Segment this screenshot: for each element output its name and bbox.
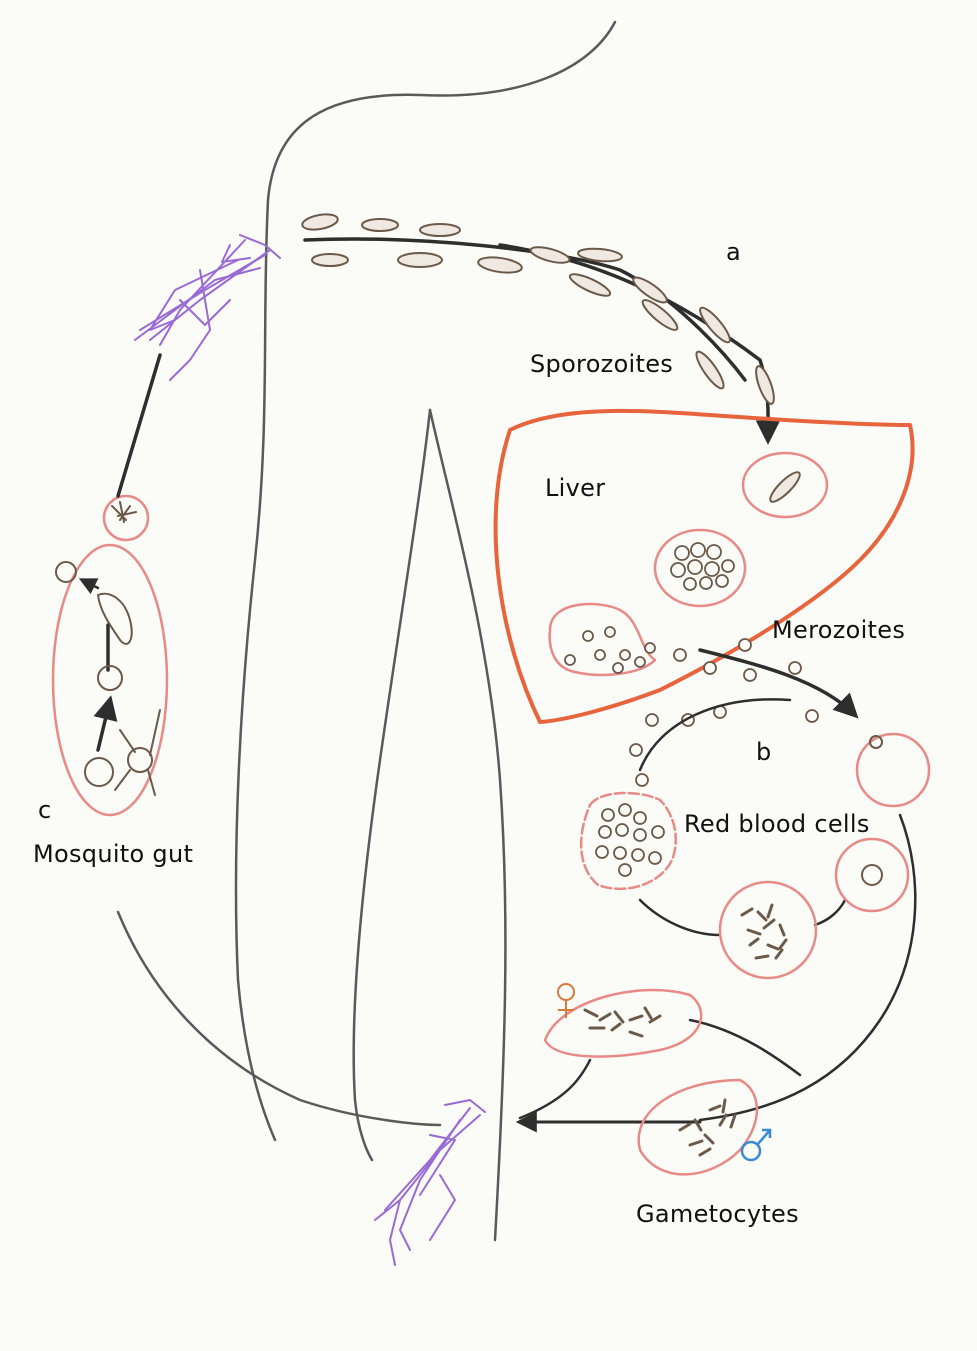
mosquito-gut-arrows (82, 355, 160, 750)
sporozoite-arrows (305, 239, 768, 440)
liver-merozoites (565, 627, 655, 673)
red-blood-cells-label: Red blood cells (684, 810, 870, 838)
liver-outline (496, 411, 913, 722)
human-body-outline (118, 22, 615, 1240)
free-merozoites (630, 639, 818, 786)
mosquito-icon (135, 235, 280, 380)
male-symbol (742, 1130, 770, 1160)
sporozoites-label: Sporozoites (530, 350, 673, 378)
rbc-schizont (596, 804, 664, 876)
liver-label: Liver (545, 474, 605, 502)
stage-label-b: b (756, 738, 772, 766)
liver-schizont (671, 543, 734, 590)
liver-sporozoite (767, 469, 804, 506)
stage-label-a: a (726, 238, 741, 266)
female-symbol (558, 984, 574, 1018)
gametocytes-label: Gametocytes (636, 1200, 799, 1228)
stage-label-c: c (38, 796, 52, 824)
mosquito-gut-label: Mosquito gut (33, 840, 193, 868)
rbc-cycle-arrows (520, 650, 915, 1122)
rbc-trophozoite (742, 905, 786, 958)
merozoites-label: Merozoites (772, 616, 905, 644)
